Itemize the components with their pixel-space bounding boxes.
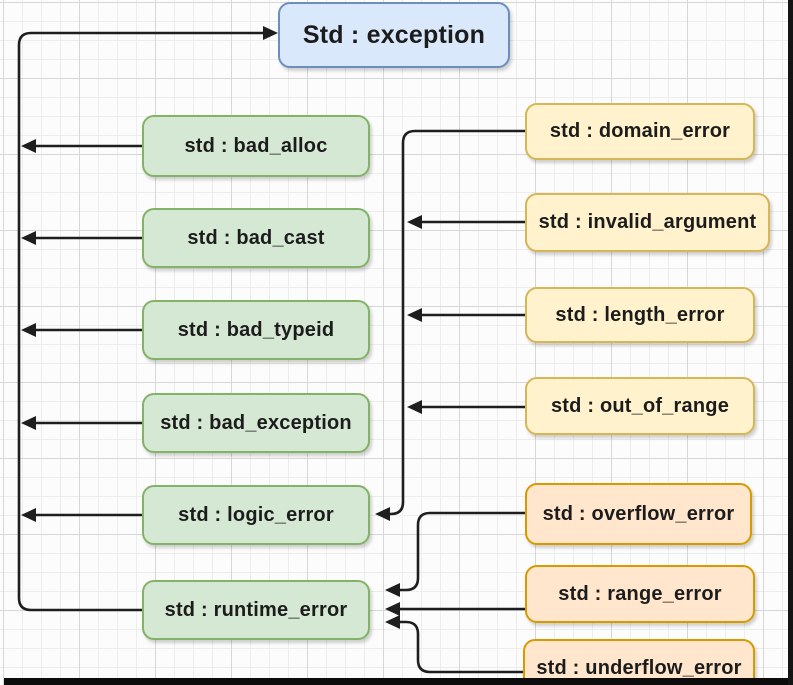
- edge-bad-typeid-arrowhead: [21, 323, 36, 337]
- node-std-bad-exception: std : bad_exception: [142, 393, 370, 453]
- node-label: std : length_error: [555, 303, 725, 326]
- node-std-overflow-error: std : overflow_error: [525, 483, 752, 545]
- node-label: std : bad_typeid: [177, 318, 335, 341]
- node-label: Std : exception: [302, 20, 486, 49]
- node-std-logic-error: std : logic_error: [142, 485, 370, 545]
- edge-trunk-to-exception: [17, 31, 264, 612]
- node-std-underflow-error: std : underflow_error: [523, 639, 755, 685]
- edge-bad-cast-arrowhead: [21, 231, 36, 245]
- node-label: std : domain_error: [549, 120, 731, 142]
- node-std-exception: Std : exception: [278, 2, 510, 68]
- node-label: std : bad_exception: [160, 411, 352, 434]
- edge-out-of-range-arrowhead: [407, 400, 422, 414]
- edge-invalid-argument-arrowhead: [407, 215, 422, 229]
- node-std-runtime-error: std : runtime_error: [142, 580, 370, 640]
- node-label: std : range_error: [558, 582, 722, 605]
- edge-logic-error-arrowhead: [21, 508, 36, 522]
- node-label: std : overflow_error: [542, 502, 735, 525]
- edge-overflow-error-arrowhead: [385, 583, 400, 597]
- edge-range-error-arrowhead: [385, 602, 400, 616]
- node-label: std : logic_error: [178, 503, 334, 526]
- node-std-bad-cast: std : bad_cast: [142, 208, 370, 268]
- node-std-bad-alloc: std : bad_alloc: [142, 115, 370, 177]
- edge-underflow-error-line: [400, 620, 523, 674]
- node-std-bad-typeid: std : bad_typeid: [142, 300, 370, 360]
- node-label: std : bad_cast: [187, 226, 325, 249]
- edge-trunk-arrowhead: [263, 26, 278, 40]
- node-label: std : invalid_argument: [538, 211, 757, 233]
- node-std-range-error: std : range_error: [525, 565, 755, 623]
- node-std-out-of-range: std : out_of_range: [525, 377, 755, 435]
- edge-length-error-arrowhead: [407, 308, 422, 322]
- node-std-domain-error: std : domain_error: [525, 103, 755, 160]
- node-label: std : underflow_error: [536, 656, 742, 679]
- node-std-invalid-argument: std : invalid_argument: [525, 193, 770, 252]
- node-std-length-error: std : length_error: [525, 287, 755, 343]
- edge-overflow-error-line: [400, 511, 525, 592]
- edge-domain-trunk-arrowhead: [375, 507, 390, 521]
- edge-underflow-error-arrowhead: [385, 615, 400, 629]
- right-edge-bar: [788, 0, 793, 685]
- node-label: std : runtime_error: [164, 598, 348, 621]
- edge-bad-exception-arrowhead: [21, 416, 36, 430]
- node-label: std : out_of_range: [550, 394, 730, 417]
- node-label: std : bad_alloc: [184, 134, 328, 157]
- edge-domain-trunk-to-logic: [390, 129, 525, 516]
- bottom-edge-bar: [4, 678, 793, 685]
- edge-bad-alloc-arrowhead: [21, 139, 36, 153]
